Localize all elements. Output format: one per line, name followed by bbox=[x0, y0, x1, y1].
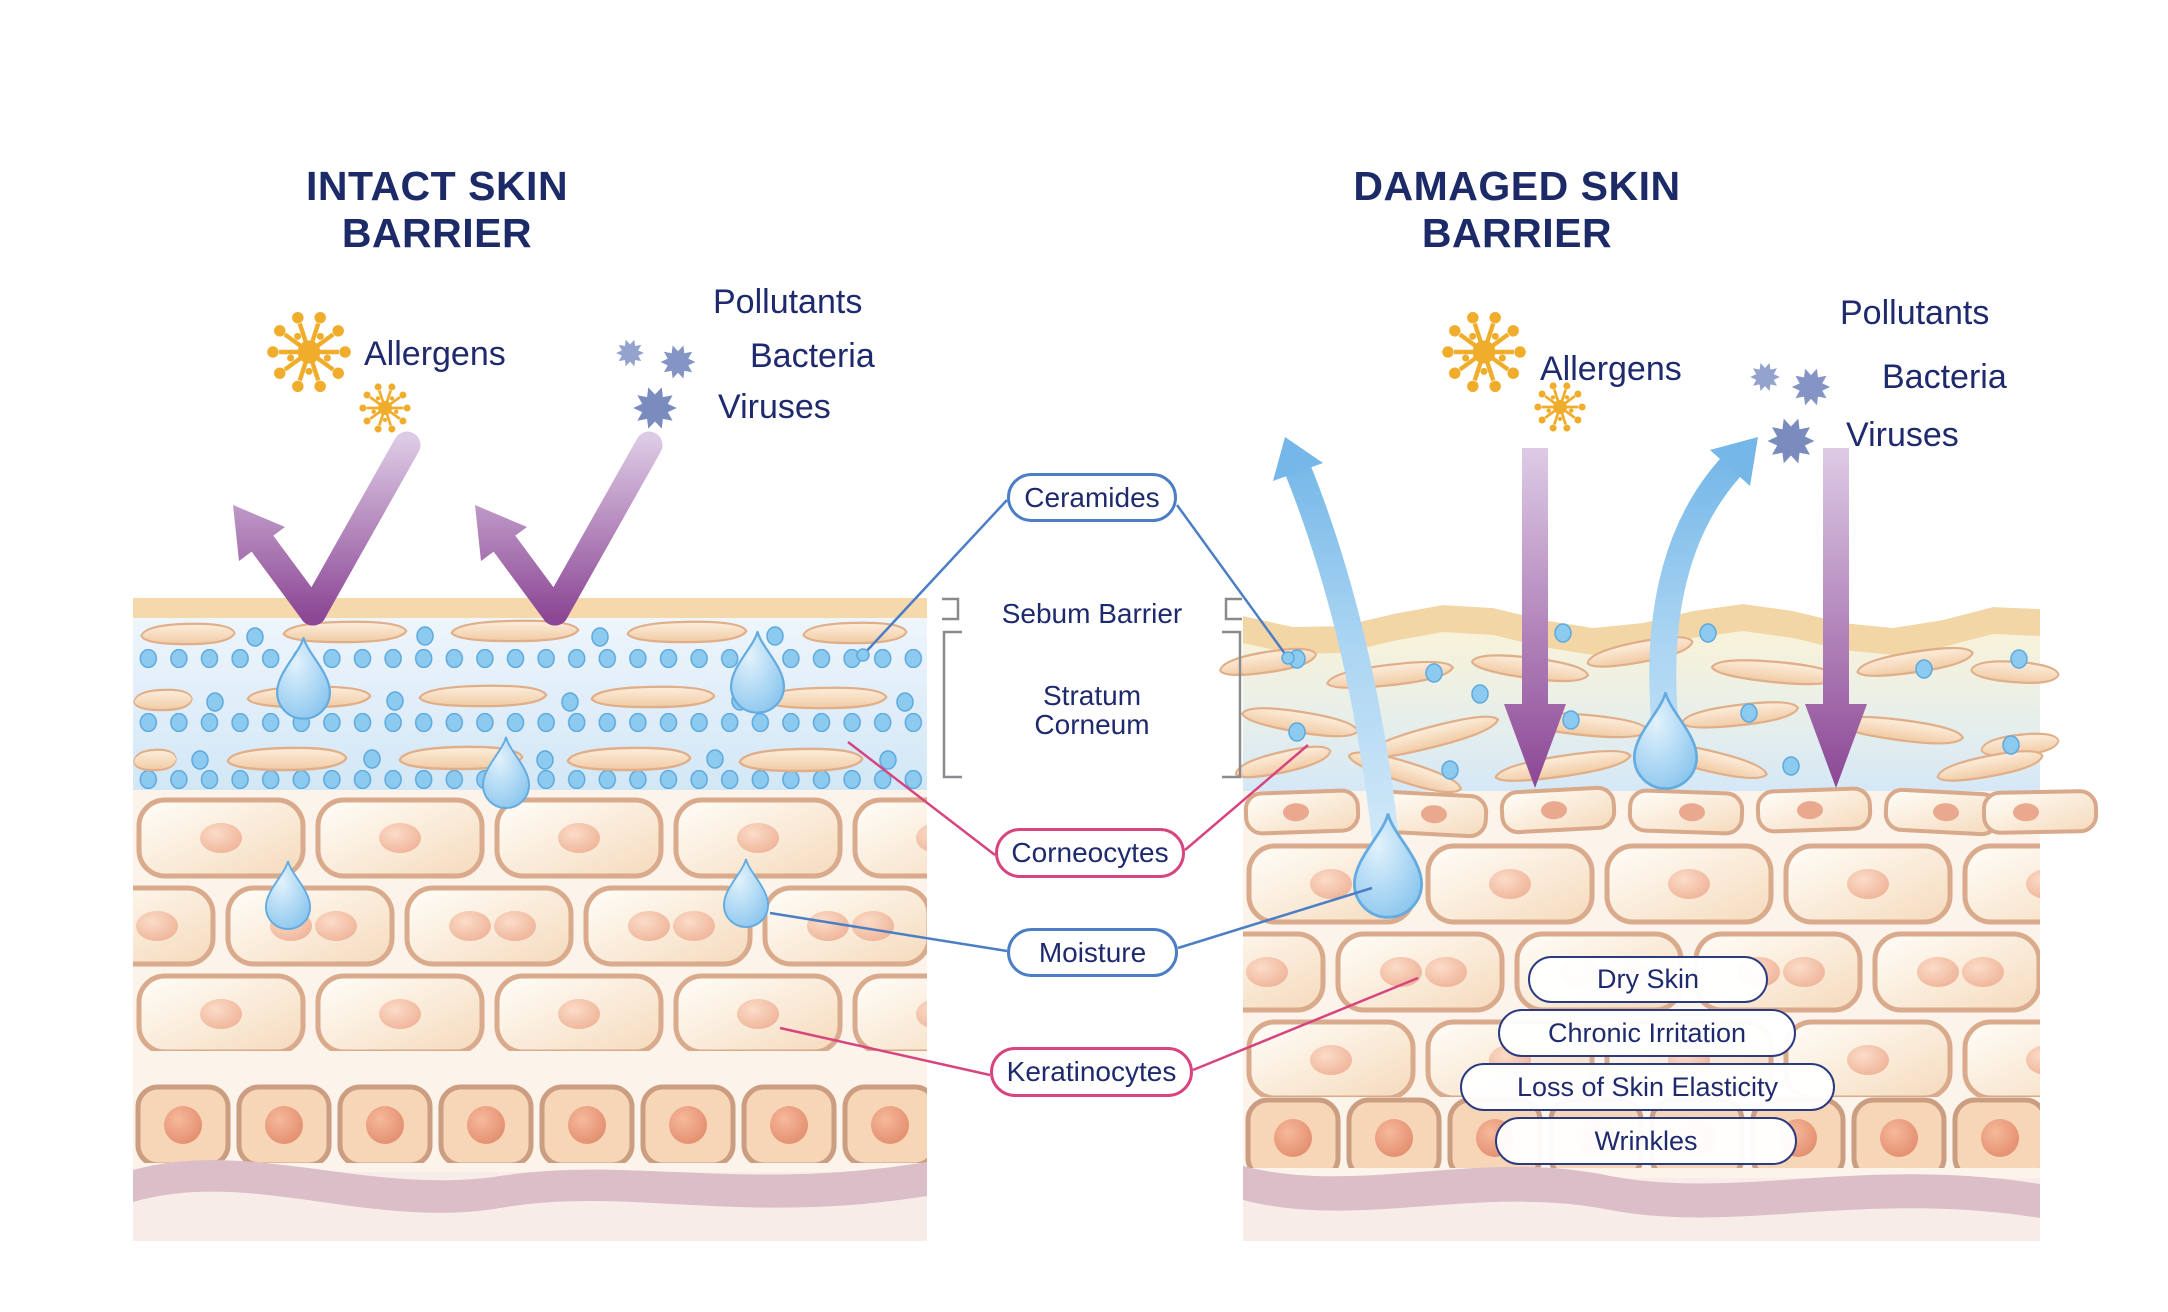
allergen-icon bbox=[1533, 381, 1587, 433]
pollutants-label-right: Pollutants bbox=[1840, 294, 1990, 332]
allergens-label-right: Allergens bbox=[1540, 350, 1682, 388]
blocked-threat-arrow-icons bbox=[233, 431, 663, 626]
stratum-corneum-label: Stratum Corneum bbox=[1034, 680, 1150, 740]
damage-effect-chronic-irritation: Chronic Irritation bbox=[1498, 1009, 1796, 1057]
viruses-label-left: Viruses bbox=[718, 388, 831, 426]
corneocytes-label: Corneocytes bbox=[995, 828, 1185, 878]
bacteria-label-left: Bacteria bbox=[750, 337, 875, 375]
sebum-barrier-label: Sebum Barrier bbox=[1001, 598, 1183, 629]
bacteria-label-right: Bacteria bbox=[1882, 358, 2007, 396]
layer-brackets bbox=[942, 597, 1242, 779]
keratinocytes-label: Keratinocytes bbox=[990, 1047, 1193, 1097]
allergen-icon bbox=[1442, 312, 1526, 392]
virus-icon bbox=[633, 387, 677, 429]
intact-skin-panel bbox=[133, 598, 927, 1241]
damaged-panel-title: DAMAGED SKIN BARRIER bbox=[1353, 163, 1681, 256]
pollutants-label-left: Pollutants bbox=[713, 283, 863, 321]
bacteria-icon bbox=[660, 345, 696, 379]
pollutant-icon bbox=[616, 339, 644, 367]
viruses-label-right: Viruses bbox=[1846, 416, 1959, 454]
allergen-icon bbox=[267, 312, 351, 392]
bacteria-icon bbox=[1791, 368, 1831, 406]
damage-effect-wrinkles: Wrinkles bbox=[1495, 1117, 1797, 1165]
pollutant-icon bbox=[1750, 362, 1780, 392]
intact-panel-title: INTACT SKIN BARRIER bbox=[305, 163, 569, 256]
label-connector-lines bbox=[769, 499, 1419, 1077]
ceramides-label: Ceramides bbox=[1007, 473, 1177, 522]
virus-icon bbox=[1767, 418, 1815, 464]
damage-effect-loss-of-elasticity: Loss of Skin Elasticity bbox=[1460, 1063, 1835, 1111]
allergen-icon bbox=[358, 382, 412, 434]
damage-effect-dry-skin: Dry Skin bbox=[1528, 956, 1768, 1003]
moisture-label: Moisture bbox=[1007, 928, 1178, 977]
allergens-label-left: Allergens bbox=[364, 335, 506, 373]
moisture-loss-arrow-icons bbox=[1273, 437, 1758, 876]
penetrating-threat-arrow-icons bbox=[1504, 448, 1867, 788]
